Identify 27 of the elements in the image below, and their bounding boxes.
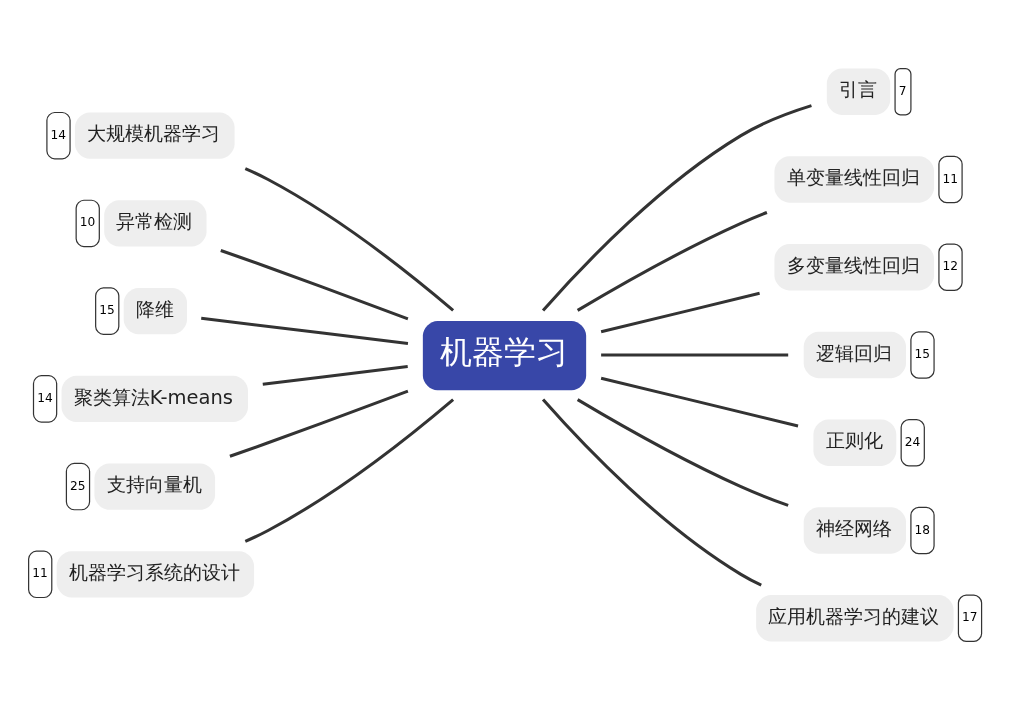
node-label: 17 [962, 609, 978, 624]
connector [600, 376, 799, 427]
node-label: 14 [50, 127, 67, 142]
node-label: 11 [942, 171, 959, 186]
connector [201, 316, 409, 345]
connector [244, 397, 455, 543]
node-label: 14 [37, 390, 53, 405]
connector [576, 397, 789, 507]
connector [541, 398, 762, 587]
connector [541, 103, 812, 311]
node-label: 18 [914, 522, 931, 537]
node-label: 15 [99, 302, 115, 317]
node-label: 15 [914, 346, 931, 361]
node-box: 机器学习 [422, 320, 587, 390]
connector [229, 389, 409, 458]
connector [600, 291, 760, 333]
connector [262, 364, 408, 386]
node-label: 12 [942, 258, 959, 273]
node-label: 10 [79, 214, 96, 229]
node-label: 7 [898, 83, 907, 98]
node-label: 11 [32, 565, 48, 580]
connector [601, 352, 789, 357]
connector [244, 166, 455, 312]
node-label: 24 [904, 434, 921, 449]
node-label: 25 [70, 478, 86, 493]
connector [576, 210, 768, 312]
connector [220, 248, 409, 320]
